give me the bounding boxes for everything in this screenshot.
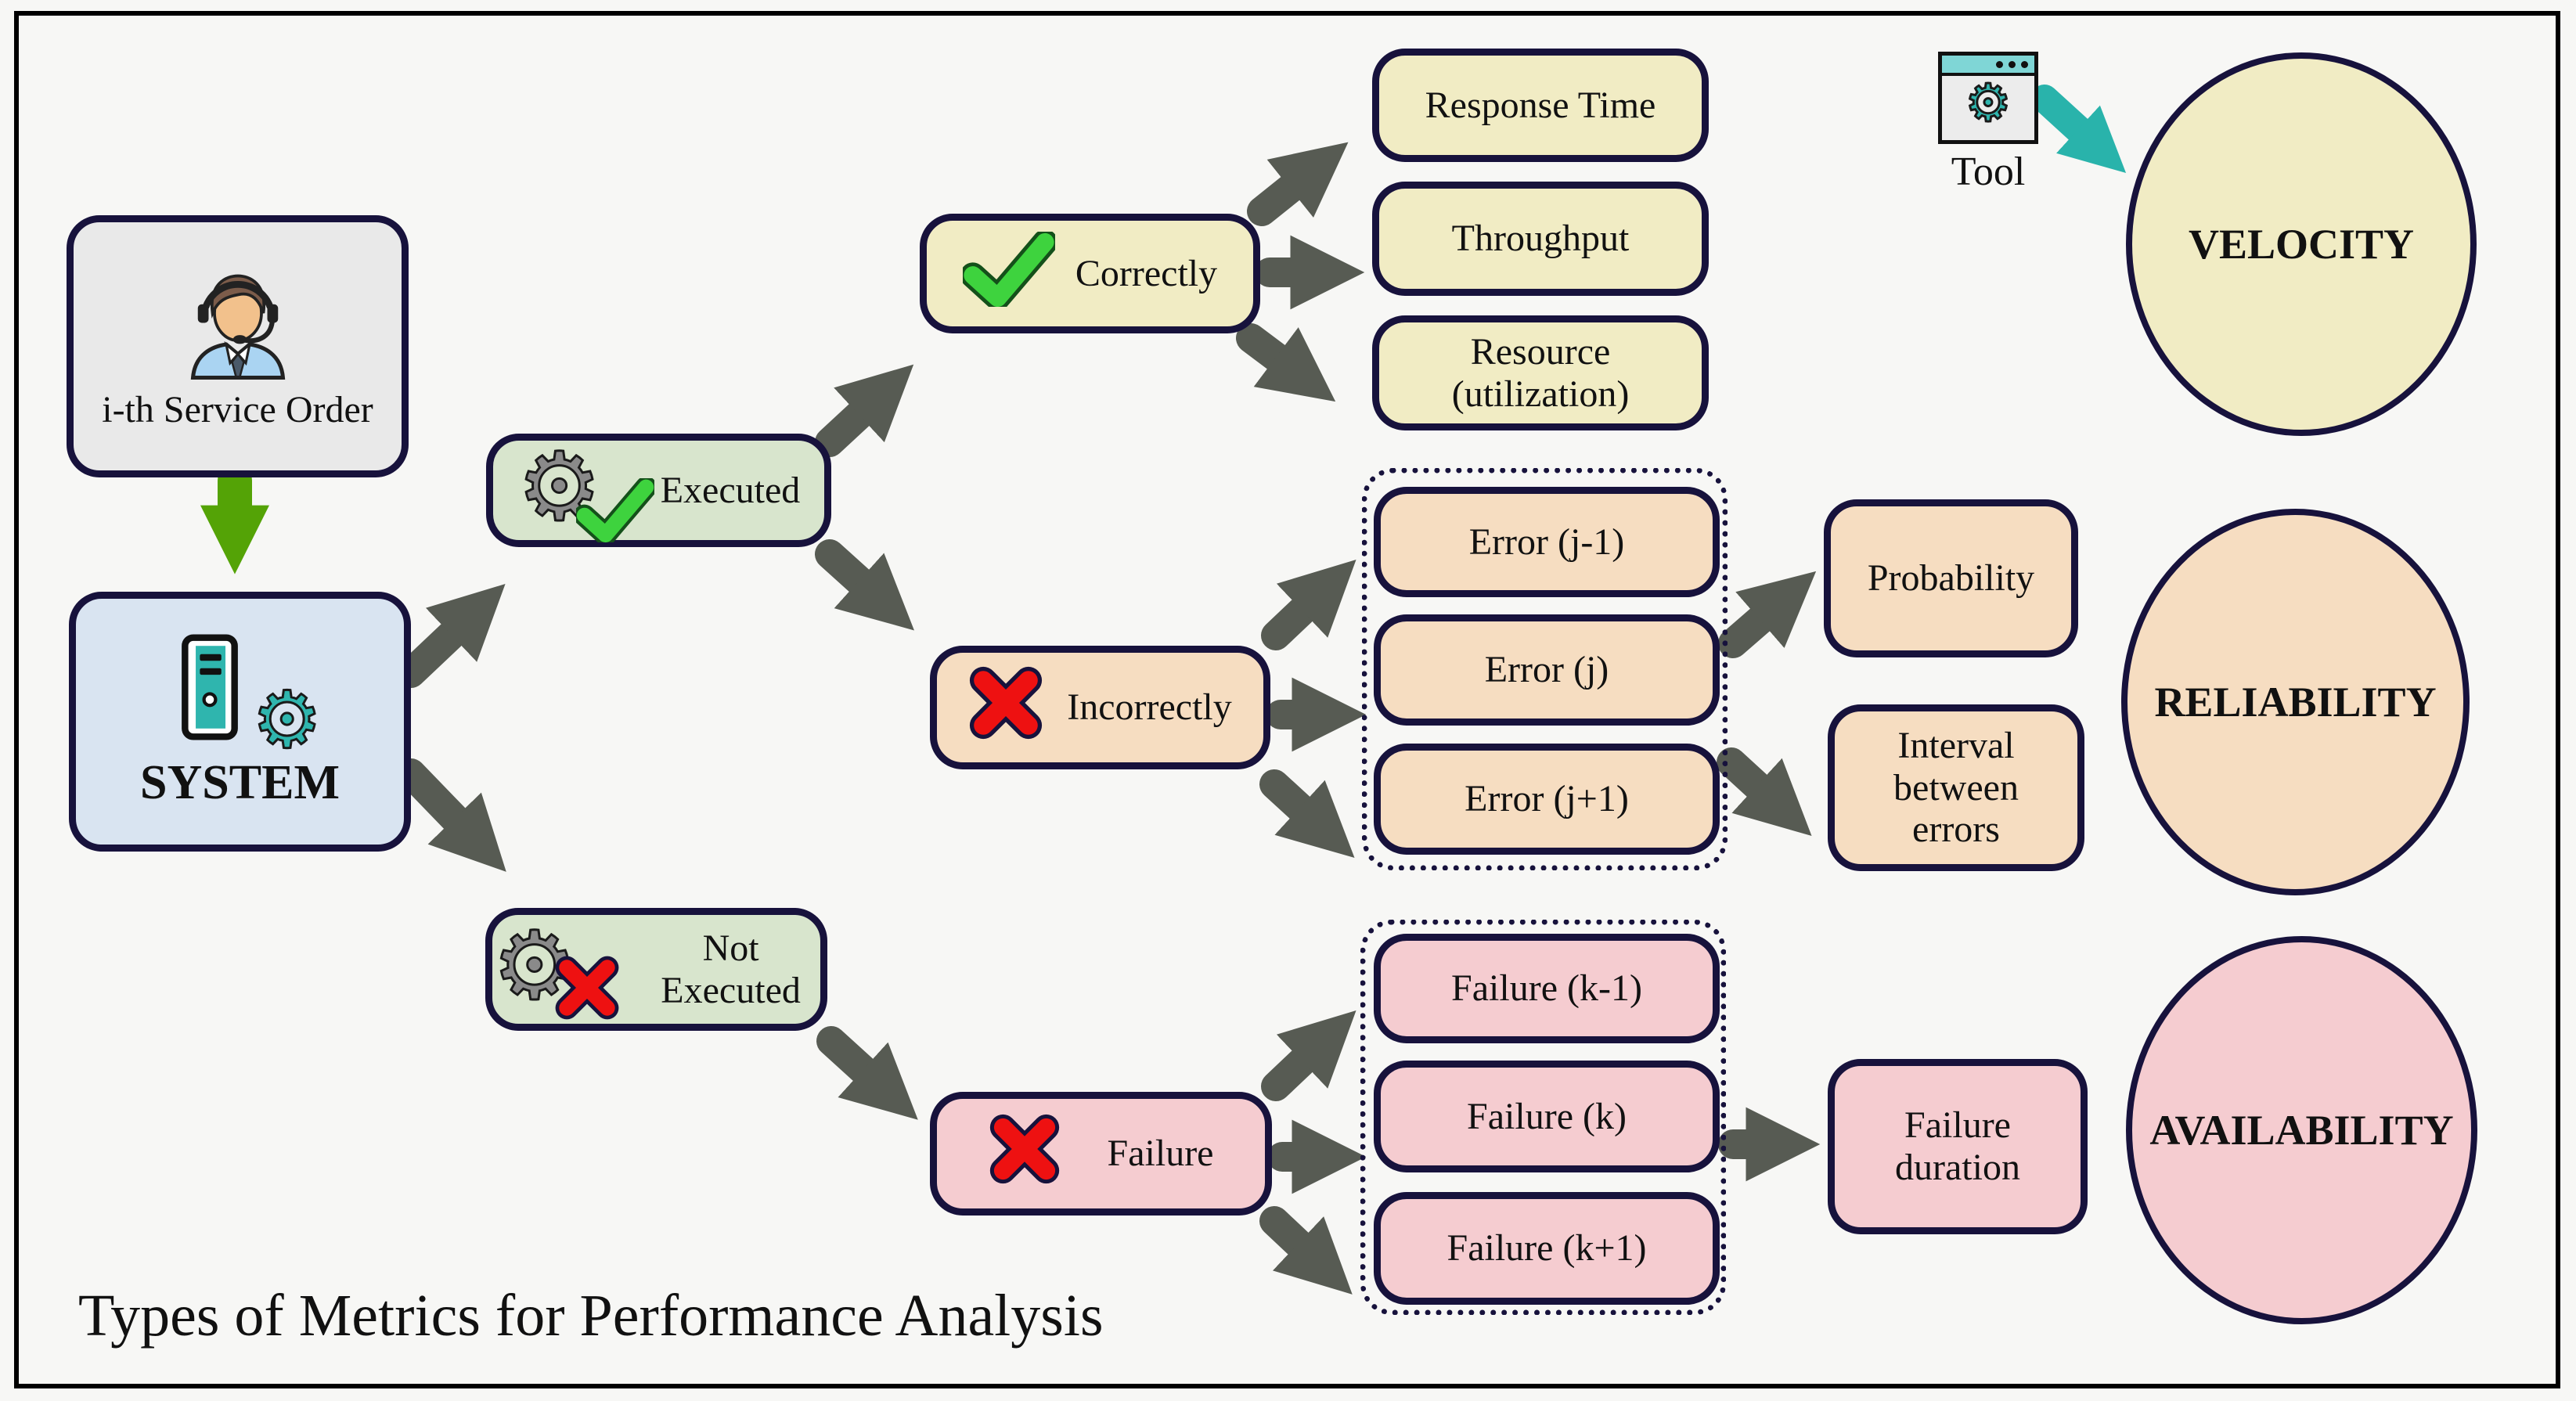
node-reliability: RELIABILITY: [2121, 509, 2470, 895]
gear-check-icon: ⚙: [516, 439, 654, 542]
window-dot-icon: [2021, 60, 2028, 68]
node-executed: ⚙ Executed: [486, 434, 831, 547]
node-label: AVAILABILITY: [2149, 1106, 2454, 1154]
node-label: Incorrectly: [1067, 686, 1232, 729]
node-label: Executed: [660, 469, 801, 511]
node-error-next: Error (j+1): [1374, 744, 1720, 855]
node-label: Error (j-1): [1468, 520, 1625, 563]
node-response-time: Response Time: [1372, 49, 1709, 162]
node-not-executed: ⚙ Not Executed: [485, 908, 827, 1031]
node-label: RELIABILITY: [2154, 678, 2437, 726]
node-label: Failure (k+1): [1447, 1227, 1647, 1270]
node-label: Failure (k-1): [1451, 967, 1642, 1010]
node-label: Failure (k): [1467, 1095, 1627, 1137]
red-x-icon: [989, 1113, 1061, 1194]
window-dot-icon: [2009, 60, 2016, 68]
node-label: SYSTEM: [140, 756, 340, 810]
node-service-order: i-th Service Order: [67, 215, 409, 477]
green-check-icon: [960, 229, 1058, 316]
node-label: Error (j): [1484, 649, 1609, 691]
node-failure: Failure: [930, 1092, 1272, 1216]
window-dot-icon: [1996, 60, 2003, 68]
node-availability: AVAILABILITY: [2126, 936, 2477, 1324]
node-interval-between-errors: Interval between errors: [1828, 704, 2084, 871]
node-failure-prev: Failure (k-1): [1374, 934, 1720, 1043]
diagram-border: [14, 11, 2560, 1388]
failure-group: [1360, 920, 1726, 1315]
tool-window-titlebar: [1942, 56, 2034, 76]
node-error-curr: Error (j): [1374, 614, 1720, 726]
gear-icon: ⚙: [1964, 73, 2012, 133]
node-label: Interval between errors: [1893, 724, 2019, 851]
node-label: Probability: [1867, 557, 2035, 600]
node-failure-curr: Failure (k): [1374, 1061, 1720, 1172]
node-label: Correctly: [1075, 252, 1218, 294]
node-label: Error (j+1): [1465, 778, 1629, 820]
server-gear-icon: ⚙: [158, 632, 323, 760]
tool-label: Tool: [1951, 149, 2026, 194]
node-error-prev: Error (j-1): [1374, 487, 1720, 597]
node-probability: Probability: [1824, 499, 2078, 657]
tool-block: ⚙ Tool: [1922, 52, 2055, 195]
node-throughput: Throughput: [1372, 182, 1709, 296]
person-headset-icon: [175, 262, 301, 389]
node-label: i-th Service Order: [102, 388, 373, 430]
node-system: ⚙ SYSTEM: [69, 592, 411, 852]
node-label: Not Executed: [661, 927, 801, 1011]
node-failure-duration: Failure duration: [1828, 1059, 2088, 1234]
node-label: VELOCITY: [2188, 220, 2415, 268]
node-label: Resource (utilization): [1451, 330, 1630, 415]
node-incorrectly: Incorrectly: [930, 646, 1270, 769]
error-group: [1362, 468, 1728, 870]
node-label: Response Time: [1425, 84, 1656, 126]
node-label: Throughput: [1451, 218, 1630, 260]
node-label: Failure duration: [1895, 1104, 2020, 1188]
tool-window-icon: ⚙: [1938, 52, 2038, 144]
diagram-title: Types of Metrics for Performance Analysi…: [78, 1283, 1104, 1349]
red-x-icon: [968, 665, 1043, 750]
node-velocity: VELOCITY: [2126, 52, 2477, 436]
node-label: Failure: [1107, 1133, 1214, 1175]
node-failure-next: Failure (k+1): [1374, 1192, 1720, 1305]
node-correctly: Correctly: [920, 214, 1260, 333]
node-resource-utilization: Resource (utilization): [1372, 315, 1709, 430]
gear-x-icon: ⚙: [492, 918, 621, 1019]
gear-icon: ⚙: [250, 674, 323, 766]
